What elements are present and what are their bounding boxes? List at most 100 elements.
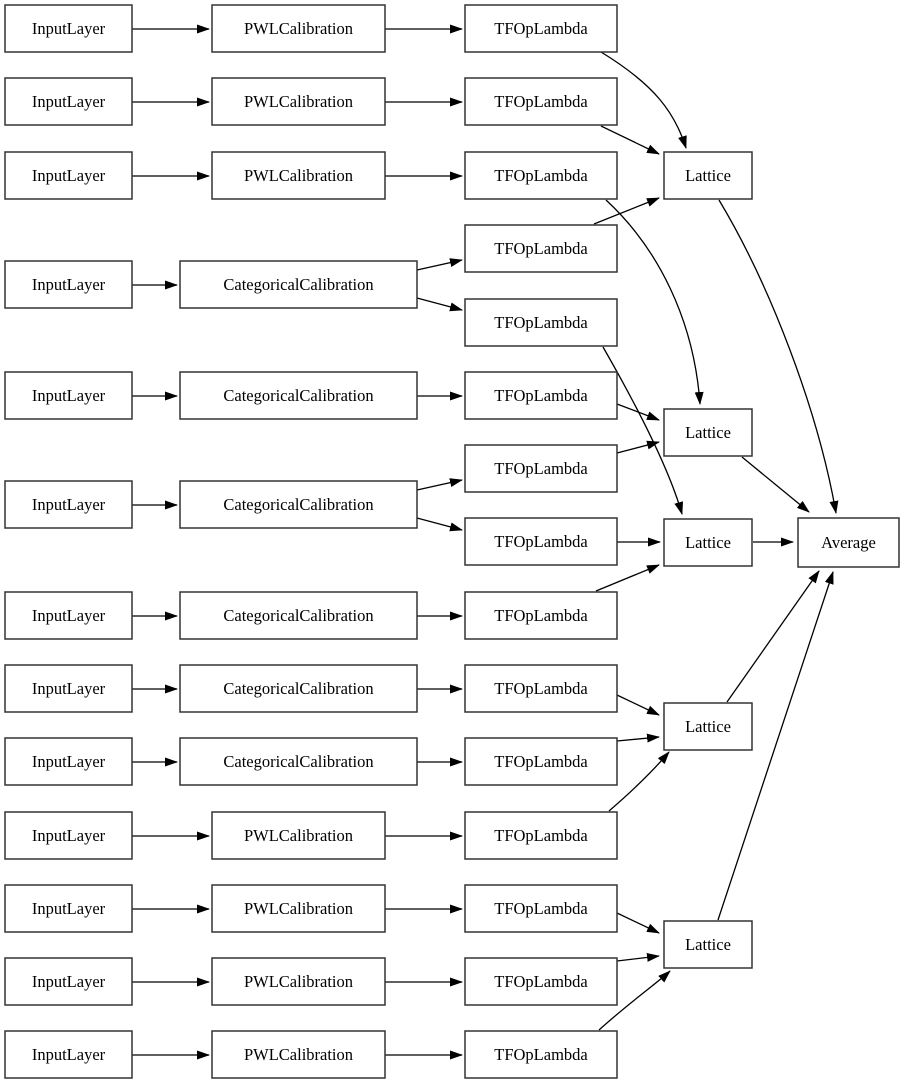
node-tf13-box: [464, 884, 618, 933]
node-in1-label: InputLayer: [32, 19, 106, 38]
node-tf12-label: TFOpLambda: [494, 826, 588, 845]
node-lat5-box: [663, 920, 753, 969]
node-in7-box: [4, 591, 133, 640]
node-in9-label: InputLayer: [32, 752, 106, 771]
node-tf2: TFOpLambda: [464, 77, 618, 126]
edge-cat1-to-tf5: [416, 297, 463, 312]
node-cat3-label: CategoricalCalibration: [223, 495, 373, 514]
node-pwl1: PWLCalibration: [211, 4, 386, 53]
node-in2-box: [4, 77, 133, 126]
node-pwl1-label: PWLCalibration: [244, 19, 353, 38]
node-in3: InputLayer: [4, 151, 133, 200]
node-lat2-label: Lattice: [685, 423, 731, 442]
node-avg-label: Average: [821, 533, 876, 552]
node-in10: InputLayer: [4, 811, 133, 860]
node-in10-label: InputLayer: [32, 826, 106, 845]
edge-tf13-to-lat5: [616, 912, 660, 934]
edge-tf5-to-lat3: [602, 346, 684, 515]
node-tf11-box: [464, 737, 618, 786]
node-cat6-label: CategoricalCalibration: [223, 752, 373, 771]
node-in7: InputLayer: [4, 591, 133, 640]
edge-cat1-to-tf4: [416, 258, 463, 271]
node-in1: InputLayer: [4, 4, 133, 53]
node-in8-label: InputLayer: [32, 679, 106, 698]
node-cat6-box: [179, 737, 418, 786]
node-tf3-label: TFOpLambda: [494, 166, 588, 185]
node-tf3-box: [464, 151, 618, 200]
node-in13: InputLayer: [4, 1030, 133, 1079]
node-cat4-box: [179, 591, 418, 640]
node-in5: InputLayer: [4, 371, 133, 420]
node-lat5-label: Lattice: [685, 935, 731, 954]
node-pwl4: PWLCalibration: [211, 811, 386, 860]
node-lat2: Lattice: [663, 408, 753, 457]
node-tf8-label: TFOpLambda: [494, 532, 588, 551]
node-cat6: CategoricalCalibration: [179, 737, 418, 786]
node-tf1-label: TFOpLambda: [494, 19, 588, 38]
node-in8-box: [4, 664, 133, 713]
node-in12-box: [4, 957, 133, 1006]
node-tf11-label: TFOpLambda: [494, 752, 588, 771]
node-cat2: CategoricalCalibration: [179, 371, 418, 420]
node-pwl6: PWLCalibration: [211, 957, 386, 1006]
node-lat4: Lattice: [663, 702, 753, 751]
node-lat5: Lattice: [663, 920, 753, 969]
node-cat5: CategoricalCalibration: [179, 664, 418, 713]
edge-lat1-to-avg: [718, 199, 839, 514]
node-pwl3-label: PWLCalibration: [244, 166, 353, 185]
node-pwl4-box: [211, 811, 386, 860]
node-in3-box: [4, 151, 133, 200]
node-tf12-box: [464, 811, 618, 860]
node-in1-box: [4, 4, 133, 53]
node-tf6: TFOpLambda: [464, 371, 618, 420]
node-tf8: TFOpLambda: [464, 517, 618, 566]
edge-tf10-to-lat4: [616, 694, 660, 716]
node-cat5-box: [179, 664, 418, 713]
edge-tf1-to-lat1: [600, 51, 687, 149]
edge-tf2-to-lat1: [600, 125, 660, 155]
node-pwl4-label: PWLCalibration: [244, 826, 353, 845]
node-tf6-box: [464, 371, 618, 420]
node-pwl7: PWLCalibration: [211, 1030, 386, 1079]
node-tf13-label: TFOpLambda: [494, 899, 588, 918]
node-cat2-label: CategoricalCalibration: [223, 386, 373, 405]
node-in9-box: [4, 737, 133, 786]
node-tf9: TFOpLambda: [464, 591, 618, 640]
node-tf15-label: TFOpLambda: [494, 1045, 588, 1064]
node-pwl7-box: [211, 1030, 386, 1079]
node-tf2-label: TFOpLambda: [494, 92, 588, 111]
node-lat3-box: [663, 518, 753, 567]
node-tf11: TFOpLambda: [464, 737, 618, 786]
node-pwl3-box: [211, 151, 386, 200]
node-pwl6-box: [211, 957, 386, 1006]
node-cat5-label: CategoricalCalibration: [223, 679, 373, 698]
node-in5-label: InputLayer: [32, 386, 106, 405]
node-tf14: TFOpLambda: [464, 957, 618, 1006]
node-pwl1-box: [211, 4, 386, 53]
node-in6-label: InputLayer: [32, 495, 106, 514]
edge-tf14-to-lat5: [616, 952, 660, 962]
node-cat1: CategoricalCalibration: [179, 260, 418, 309]
node-in10-box: [4, 811, 133, 860]
edge-cat3-to-tf7: [416, 478, 463, 491]
node-tf4: TFOpLambda: [464, 224, 618, 273]
node-cat2-box: [179, 371, 418, 420]
node-tf9-label: TFOpLambda: [494, 606, 588, 625]
node-in6-box: [4, 480, 133, 529]
node-in11-label: InputLayer: [32, 899, 106, 918]
node-in13-label: InputLayer: [32, 1045, 106, 1064]
node-pwl2: PWLCalibration: [211, 77, 386, 126]
node-tf14-label: TFOpLambda: [494, 972, 588, 991]
node-tf8-box: [464, 517, 618, 566]
node-pwl5-label: PWLCalibration: [244, 899, 353, 918]
node-tf5-label: TFOpLambda: [494, 313, 588, 332]
node-in4-label: InputLayer: [32, 275, 106, 294]
node-in4-box: [4, 260, 133, 309]
node-pwl7-label: PWLCalibration: [244, 1045, 353, 1064]
node-lat3-label: Lattice: [685, 533, 731, 552]
node-in7-label: InputLayer: [32, 606, 106, 625]
node-tf7: TFOpLambda: [464, 444, 618, 493]
node-in3-label: InputLayer: [32, 166, 106, 185]
node-in5-box: [4, 371, 133, 420]
node-cat4-label: CategoricalCalibration: [223, 606, 373, 625]
